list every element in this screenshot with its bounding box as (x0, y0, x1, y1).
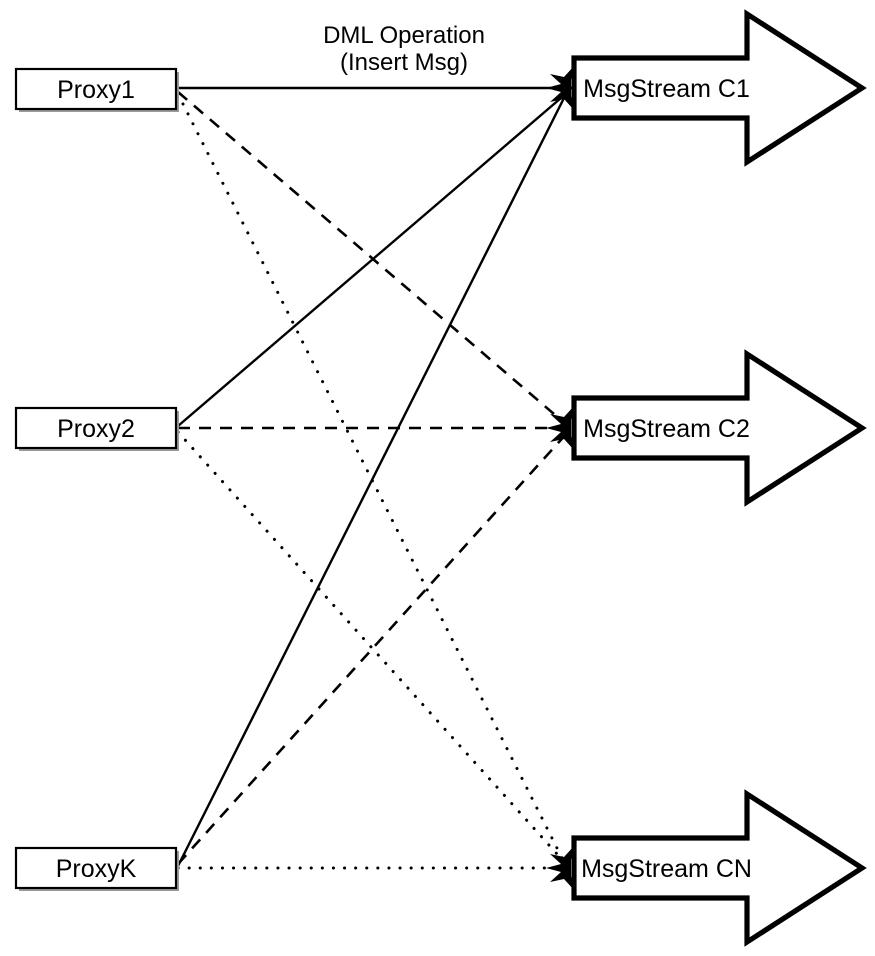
arrowhead-shape (546, 846, 574, 890)
proxy-proxy2[interactable]: Proxy2 (14, 406, 179, 451)
arrowhead-head-c1 (546, 66, 574, 110)
stream-msgstream_cn[interactable]: MsgStream CN (571, 789, 867, 947)
streams-layer: MsgStream C1 MsgStream C2 MsgStream CN (571, 9, 867, 947)
proxy-label: Proxy2 (57, 415, 135, 443)
stream-label: MsgStream C2 (583, 415, 750, 443)
edge-label-line-1: DML Operation (323, 22, 485, 49)
stream-arrow-shape (571, 789, 867, 947)
arrowheads-layer (546, 66, 574, 890)
connection-pk-c2 (177, 431, 569, 865)
stream-arrow-shape (571, 349, 867, 507)
arrowhead-head-cn (546, 846, 574, 890)
proxy-box (14, 67, 178, 111)
stream-arrow-shape (571, 9, 867, 167)
proxy-proxyk[interactable]: ProxyK (14, 846, 179, 891)
connection-p2-c1 (177, 91, 569, 427)
proxy-box (14, 846, 178, 890)
arrowhead-head-c2 (546, 406, 574, 450)
stream-msgstream_c1[interactable]: MsgStream C1 (571, 9, 867, 167)
proxy-proxy1[interactable]: Proxy1 (14, 67, 179, 112)
proxy-label: ProxyK (56, 855, 137, 883)
connections-layer (176, 86, 572, 870)
arrowhead-shape (546, 66, 574, 110)
connection-pk-c1 (176, 93, 568, 867)
stream-msgstream_c2[interactable]: MsgStream C2 (571, 349, 867, 507)
stream-label: MsgStream CN (581, 855, 752, 883)
edge-label-line-2: (Insert Msg) (340, 49, 468, 76)
arrowhead-shape (546, 406, 574, 450)
proxy-box (14, 406, 178, 450)
edge-label-dml-operation: DML Operation (Insert Msg) (323, 22, 485, 76)
proxy-label: Proxy1 (57, 76, 135, 104)
stream-label: MsgStream C1 (583, 75, 750, 103)
